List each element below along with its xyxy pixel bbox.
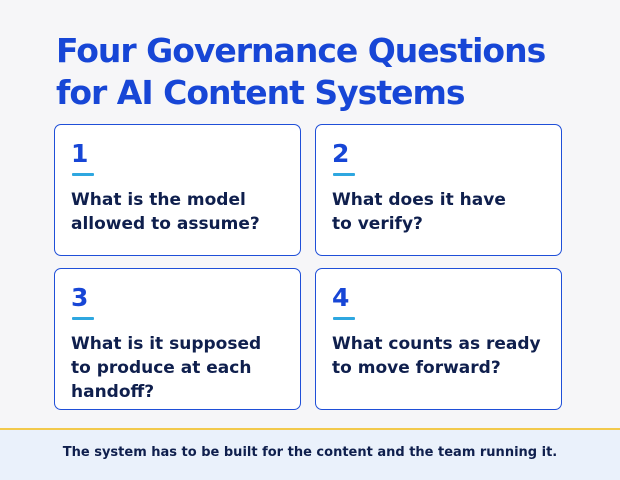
card-question-line: allowed to assume? — [71, 214, 260, 234]
card-number: 4 — [332, 283, 350, 312]
card-question-line: to verify? — [332, 214, 423, 234]
card-question-line: What counts as ready — [332, 334, 541, 354]
card-question-line: What is the model — [71, 190, 246, 210]
card-accent-underline — [333, 317, 355, 320]
card-question: What is the model allowed to assume? — [71, 188, 291, 236]
page-title-line-1: Four Governance Questions — [56, 31, 546, 70]
card-question-line: to move forward? — [332, 358, 501, 378]
card-question: What counts as ready to move forward? — [332, 332, 552, 380]
card-accent-underline — [333, 173, 355, 176]
card-question-line: What is it supposed — [71, 334, 262, 354]
question-card-3: 3 What is it supposed to produce at each… — [54, 268, 301, 410]
question-card-1: 1 What is the model allowed to assume? — [54, 124, 301, 256]
card-question-line: to produce at each — [71, 358, 252, 378]
card-number: 3 — [71, 283, 89, 312]
footer-banner: The system has to be built for the conte… — [0, 428, 620, 480]
card-accent-underline — [72, 173, 94, 176]
card-number: 2 — [332, 139, 350, 168]
card-number: 1 — [71, 139, 89, 168]
page-title: Four Governance Questions for AI Content… — [56, 30, 596, 114]
card-accent-underline — [72, 317, 94, 320]
card-question-line: handoff? — [71, 382, 155, 402]
card-question: What is it supposed to produce at each h… — [71, 332, 291, 404]
question-card-4: 4 What counts as ready to move forward? — [315, 268, 562, 410]
question-card-2: 2 What does it have to verify? — [315, 124, 562, 256]
footer-caption: The system has to be built for the conte… — [62, 445, 558, 460]
card-question-line: What does it have — [332, 190, 506, 210]
card-question: What does it have to verify? — [332, 188, 552, 236]
page-title-line-2: for AI Content Systems — [56, 73, 465, 112]
